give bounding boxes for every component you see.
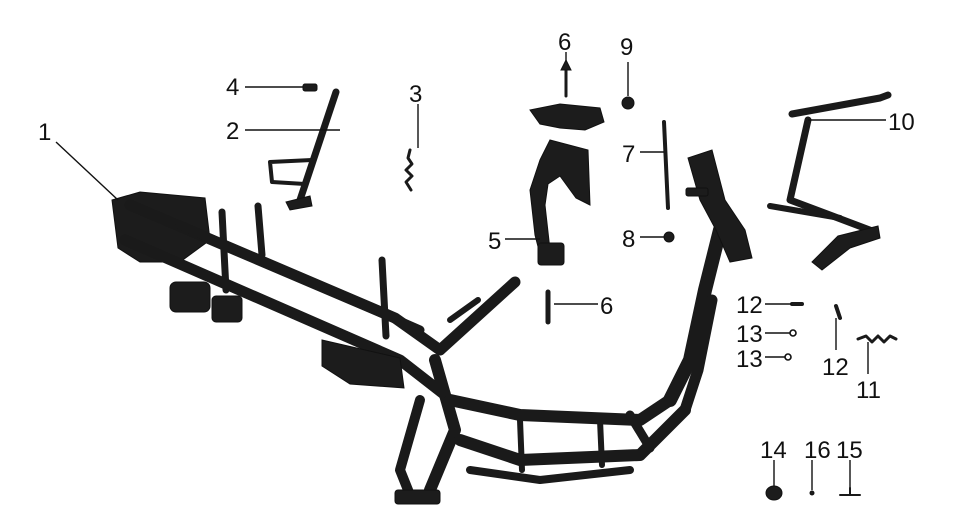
- cap-9: [621, 96, 635, 110]
- frame-floor-cross-a: [517, 417, 525, 473]
- frame-front-leg: [395, 395, 425, 500]
- carrier-lower-bar: [767, 203, 843, 221]
- label-15: 15: [836, 437, 863, 464]
- frame-upright-b: [254, 202, 266, 259]
- side-stand: [268, 88, 340, 211]
- label-13-lower: 13: [736, 346, 763, 373]
- label-1: 1: [38, 119, 51, 146]
- leader-lines: [55, 52, 886, 490]
- label-14: 14: [760, 437, 787, 464]
- bolt-12b: [834, 304, 842, 320]
- callout-labels: 1 2 3 4 5 6 6 7 8 9 10 11 12 12 13 13 14…: [38, 29, 915, 464]
- label-6-top: 6: [558, 29, 571, 56]
- frame-center-brace: [434, 276, 521, 356]
- label-12-right: 12: [822, 354, 849, 381]
- frame-upright-c: [378, 256, 390, 340]
- frame-mid-rail: [175, 220, 425, 335]
- washer-13a: [789, 329, 797, 337]
- clip-16: [809, 490, 815, 496]
- spring-11: [856, 334, 898, 344]
- frame-foot-bracket: [394, 489, 441, 505]
- label-10: 10: [888, 109, 915, 136]
- grommet-14: [765, 485, 783, 501]
- frame-rear-bracket: [211, 295, 243, 323]
- frame-floor-rail-upper: [444, 394, 676, 426]
- long-rod: [662, 120, 670, 210]
- rear-carrier: [767, 91, 892, 271]
- label-13-upper: 13: [736, 321, 763, 348]
- label-4: 4: [226, 74, 239, 101]
- frame-cross-brace: [447, 297, 481, 323]
- bracket-bushing: [537, 242, 565, 266]
- frame-battery-box: [321, 339, 405, 389]
- bracket-body: [529, 139, 591, 264]
- frame-front-tube: [663, 223, 727, 407]
- frame-rear-mount: [169, 281, 211, 313]
- label-12-left: 12: [736, 292, 763, 319]
- frame-floor-rail-lower: [454, 404, 691, 466]
- carrier-top-bar: [788, 91, 892, 118]
- frame-front-tube-inner: [679, 294, 718, 416]
- frame-down-tube: [424, 354, 461, 496]
- carrier-side-bar: [786, 116, 879, 236]
- side-stand-leg: [296, 88, 340, 204]
- side-stand-loop: [268, 158, 314, 186]
- frame-floor-rail-bottom: [466, 466, 634, 484]
- stand-bolt: [302, 83, 318, 92]
- label-5: 5: [488, 228, 501, 255]
- label-16: 16: [804, 437, 831, 464]
- frame-floor-cross-c: [625, 410, 655, 453]
- main-frame: [111, 149, 753, 505]
- washer-13b: [784, 353, 792, 361]
- label-9: 9: [620, 34, 633, 61]
- label-6-bottom: 6: [600, 293, 613, 320]
- label-8: 8: [622, 226, 635, 253]
- label-3: 3: [409, 81, 422, 108]
- pin-15: [839, 487, 861, 496]
- side-stand-foot: [285, 195, 313, 211]
- label-11: 11: [856, 377, 881, 404]
- nut-8: [663, 231, 675, 243]
- engine-hanger-bracket: [529, 103, 605, 266]
- frame-upright-a: [218, 208, 230, 294]
- frame-headstock-tab: [685, 187, 709, 197]
- frame-headstock: [687, 149, 753, 263]
- spring: [404, 148, 414, 192]
- carrier-mount: [811, 225, 881, 271]
- bolt-top-head: [560, 58, 572, 71]
- label-2: 2: [226, 118, 239, 145]
- frame-floor-cross-b: [597, 417, 605, 468]
- bracket-top-plate: [529, 103, 605, 131]
- label-7: 7: [622, 141, 635, 168]
